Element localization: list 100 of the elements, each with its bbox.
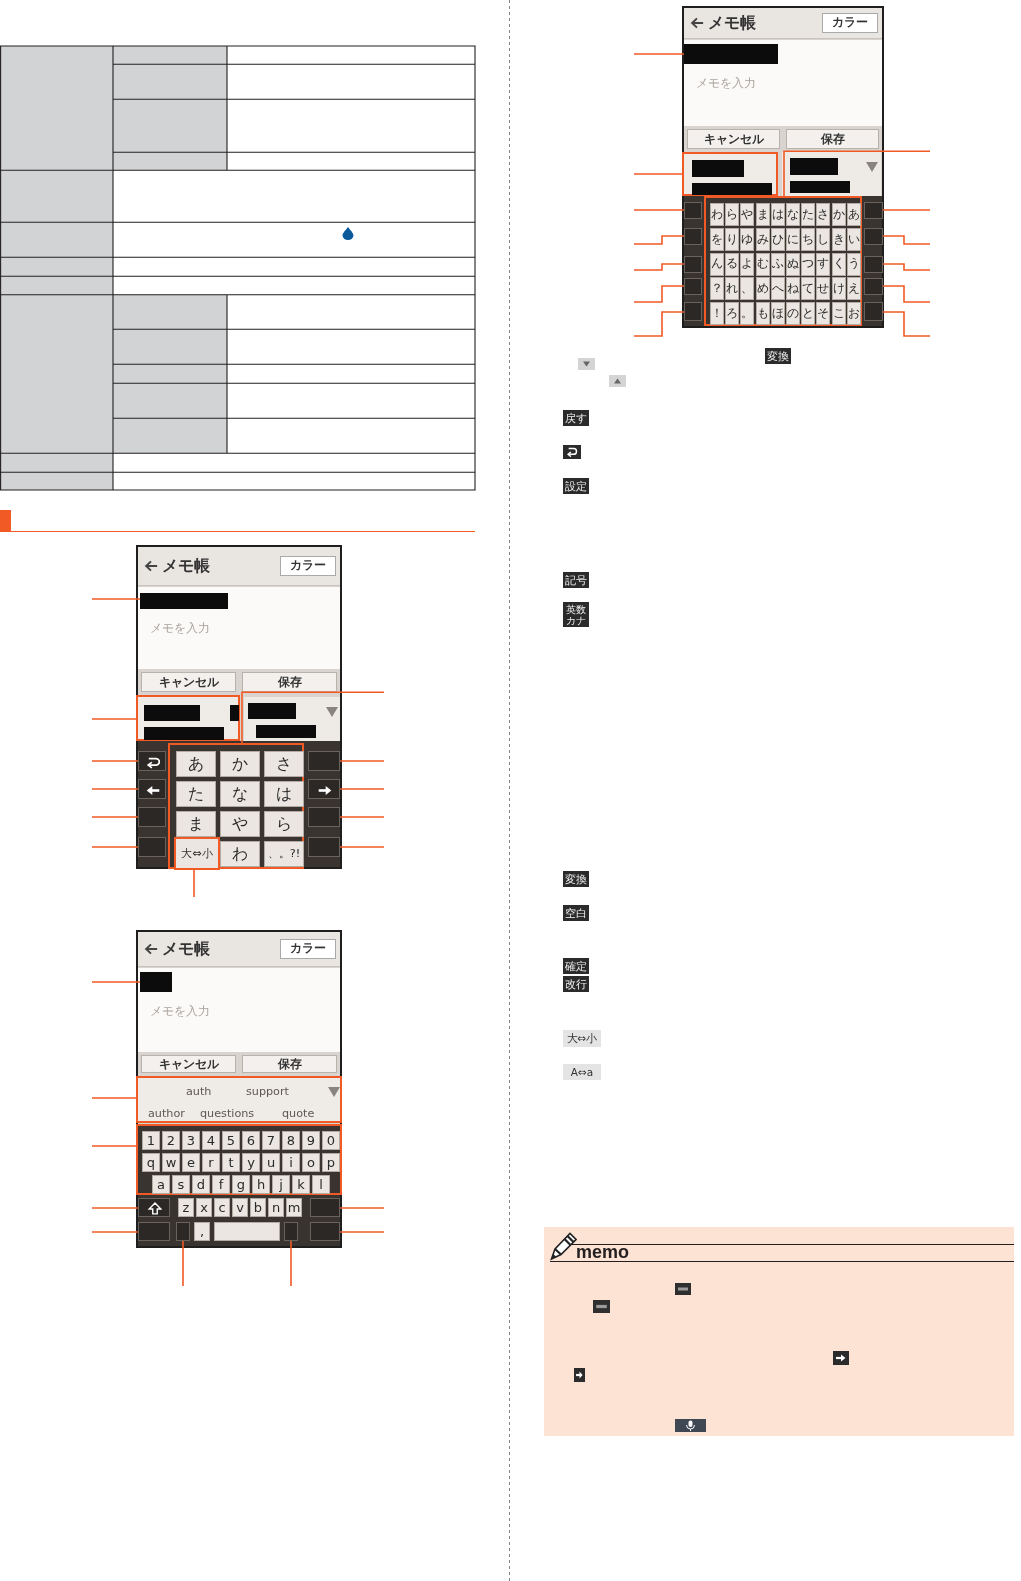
keyboard-key: q [142,1153,160,1172]
suggestion-word: questions [200,1107,255,1120]
leader-line [290,1240,292,1287]
keyboard-key: ん [710,252,724,276]
keyboard-key: 確定 [563,958,589,974]
keyboard-key: 。 [740,302,755,326]
keyboard-key: た [176,781,216,807]
keyboard-key: 設定 [563,478,589,494]
keyboard-key: t [222,1153,240,1172]
keyboard-key: は [264,781,304,807]
leader-line [339,1207,385,1209]
keyboard-key: と [801,302,816,326]
keyboard-key: a [152,1175,170,1194]
keyboard-key: 4 [202,1131,220,1150]
keyboard-key [308,779,340,799]
keyboard-key: p [322,1153,340,1172]
keyboard-key: f [212,1175,230,1194]
keyboard-key: ぬ [786,252,800,276]
keyboard-key: m [286,1198,302,1217]
keyboard-key: A⇔a [563,1064,601,1080]
leader-line [633,235,685,245]
leader-line [91,846,139,848]
keyboard-key: に [786,227,800,251]
keyboard-key: l [312,1175,330,1194]
keyboard-key: , [194,1222,210,1241]
memo-input-field: メモを入力 [138,587,340,669]
keyboard-key [308,837,340,857]
cancel-button: キャンセル [141,1055,236,1073]
leader-line [339,816,385,818]
keyboard-key: ち [801,227,816,251]
keyboard-key: ゆ [740,227,755,251]
keyboard-key: さ [816,203,831,226]
leader-line [91,718,137,720]
leader-line [91,1231,139,1233]
keyboard-key: 空白 [563,905,589,921]
save-button: 保存 [786,129,879,149]
suggestion-area [682,152,778,196]
keyboard-key: 変換 [563,871,589,887]
screen-title: メモ帳 [162,939,210,959]
leader-line [91,788,139,790]
keyboard-key: x [196,1198,212,1217]
memo-heading: memo [576,1242,629,1262]
keypad [168,743,304,869]
keyboard-key: g [232,1175,250,1194]
keyboard-key: わ [710,203,724,226]
keyboard-key: る [725,252,740,276]
keyboard-key: e [182,1153,200,1172]
keyboard-key: 、。?! [264,841,304,867]
keyboard-key: ら [725,203,740,226]
keyboard-key: 8 [282,1131,300,1150]
keyboard-key [138,751,166,771]
leader-line [91,1207,139,1209]
keyboard-key: 6 [242,1131,260,1150]
keyboard-key: か [220,751,260,777]
key-area [136,1124,342,1195]
keyboard-key: つ [801,252,816,276]
cancel-button: キャンセル [687,129,780,149]
keyboard-key: j [272,1175,290,1194]
keyboard-key: た [801,203,816,226]
keyboard-key: を [710,227,724,251]
keyboard-key: c [214,1198,230,1217]
keyboard-key: な [220,781,260,807]
keyboard-key [684,302,702,321]
keyboard-key: ろ [725,302,740,326]
keyboard-key: n [268,1198,284,1217]
keyboard-key: な [786,203,800,226]
suggestion-area [136,695,240,741]
keyboard-key: 大⇔小 [174,837,220,870]
leader-line [633,209,685,211]
keyboard-key [864,228,883,245]
keyboard-key [684,202,702,219]
suggestion-word: author [148,1107,185,1120]
keyboard-key: 3 [182,1131,200,1150]
keyboard-key: d [192,1175,210,1194]
suggestion-word: quote [282,1107,315,1120]
keyboard-key [310,1222,340,1241]
keyboard-key: の [786,302,800,326]
leader-line [882,263,931,271]
keyboard-key [684,228,702,245]
leader-line [91,1097,137,1099]
keyboard-key: 7 [262,1131,280,1150]
keyboard-key [284,1222,298,1241]
keyboard-key [138,1198,170,1217]
keyboard-key: り [725,227,740,251]
masked-text-bar [684,44,778,64]
keyboard-key [684,256,702,273]
keyboard-key: や [220,811,260,837]
keyboard-key: 変換 [765,348,791,364]
leader-line [882,285,931,303]
keyboard-key [864,302,883,321]
keyboard-key: や [740,203,755,226]
keyboard-key: 大⇔小 [563,1030,601,1047]
leader-line [633,263,685,271]
masked-text-bar [140,593,228,609]
leader-line [882,209,931,211]
suggestion-word: support [246,1085,289,1098]
keyboard-key: 改行 [563,976,589,992]
keyboard-key: 戻す [563,410,589,426]
header-button: カラー [280,556,336,576]
keyboard-key [864,256,883,273]
